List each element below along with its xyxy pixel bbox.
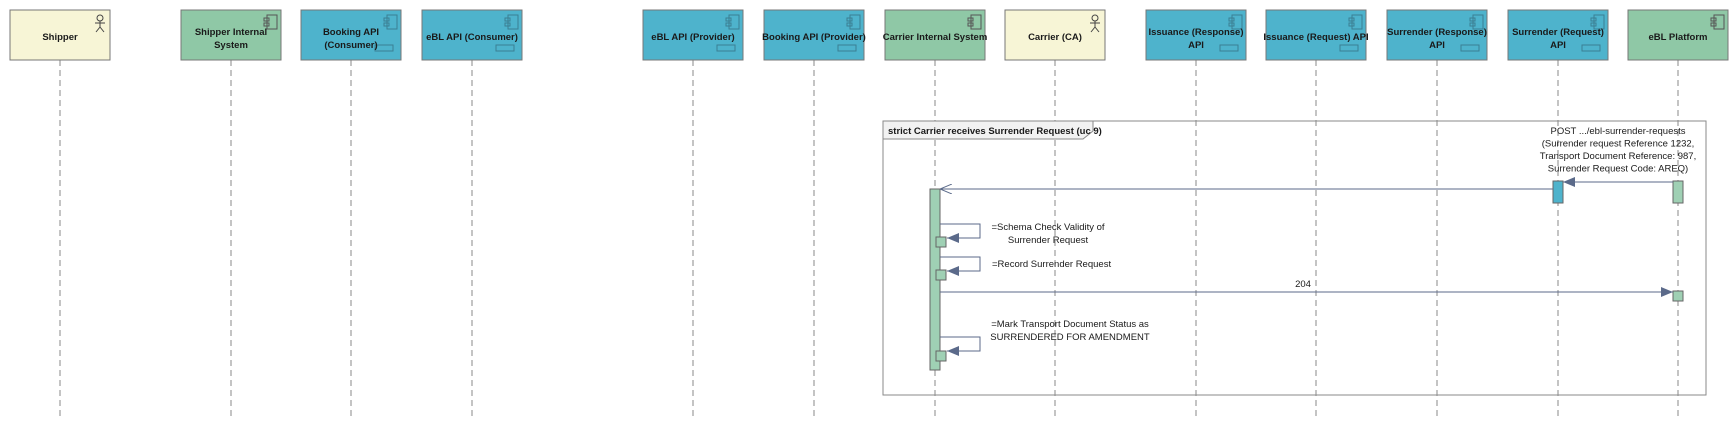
participant-issuance-response[interactable]: Issuance (Response) API: [1145, 9, 1247, 61]
participant-label: Issuance (Request) API: [1263, 32, 1368, 43]
participant-box: [1004, 9, 1106, 61]
activation-ebl-platform: [1672, 180, 1684, 204]
activation-bars: [929, 180, 1684, 371]
message-post-surrender-request: POST .../ebl-surrender-requests (Surrende…: [1540, 126, 1696, 187]
participant-carrier-internal[interactable]: Carrier Internal System: [883, 9, 988, 61]
message-record-request: =Record Surrender Request: [940, 256, 1111, 276]
message-label: Surrender Request: [1008, 235, 1089, 246]
message-204: 204: [940, 279, 1673, 297]
message-schema-check: =Schema Check Validity of Surrender Reque…: [940, 222, 1105, 246]
activation-self-1: [935, 236, 947, 248]
interface-icon: [1219, 14, 1243, 52]
component-icon: [263, 14, 278, 30]
actor-icon: [95, 14, 105, 33]
fragment-title: strict Carrier receives Surrender Reques…: [888, 126, 1102, 137]
combined-fragment: strict Carrier receives Surrender Reques…: [882, 120, 1707, 396]
participant-ebl-platform[interactable]: eBL Platform: [1627, 9, 1729, 61]
participant-surrender-request[interactable]: Surrender (Request) API: [1507, 9, 1609, 61]
participant-label: Carrier Internal System: [883, 32, 988, 43]
participant-label: API: [1429, 40, 1445, 51]
interface-icon: [1581, 14, 1605, 52]
activation-self-3: [935, 350, 947, 362]
participant-label: Surrender (Response): [1387, 27, 1487, 38]
interface-icon: [495, 14, 519, 52]
message-label: (Surrender request Reference 1232,: [1542, 139, 1695, 150]
participant-booking-consumer[interactable]: Booking API (Consumer): [300, 9, 402, 61]
participant-box: [9, 9, 111, 61]
participant-label: API: [1188, 40, 1204, 51]
message-label: Transport Document Reference: 987,: [1540, 151, 1696, 162]
activation-ebl-platform-204: [1672, 290, 1684, 302]
actor-icon: [1090, 14, 1100, 33]
message-label: Surrender Request Code: AREQ): [1548, 164, 1688, 175]
message-label: POST .../ebl-surrender-requests: [1551, 126, 1686, 137]
interface-icon: [716, 14, 740, 52]
participant-label: Carrier (CA): [1028, 32, 1082, 43]
participant-label: Shipper Internal: [195, 27, 267, 38]
participant-label: System: [214, 40, 248, 51]
message-label: =Record Surrender Request: [992, 259, 1111, 270]
fragment-tab: [882, 120, 1094, 140]
participant-issuance-request[interactable]: Issuance (Request) API: [1263, 9, 1369, 61]
message-label: =Schema Check Validity of: [991, 222, 1104, 233]
participant-label: Surrender (Request): [1512, 27, 1604, 38]
participant-surrender-response[interactable]: Surrender (Response) API: [1386, 9, 1488, 61]
lifelines: [59, 60, 1679, 418]
interface-icon: [374, 14, 398, 52]
participant-label: Booking API (Provider): [762, 32, 866, 43]
message-label: SURRENDERED FOR AMENDMENT: [990, 332, 1150, 343]
participant-label: eBL Platform: [1649, 32, 1708, 43]
messages: POST .../ebl-surrender-requests (Surrende…: [940, 126, 1696, 356]
interface-icon: [1339, 14, 1363, 52]
participant-booking-provider[interactable]: Booking API (Provider): [762, 9, 866, 61]
component-icon: [967, 14, 982, 30]
participant-label: eBL API (Consumer): [426, 32, 518, 43]
activation-surrender-request: [1552, 180, 1564, 204]
activation-self-2: [935, 269, 947, 281]
component-icon: [1710, 14, 1725, 30]
participant-label: Issuance (Response): [1148, 27, 1243, 38]
message-label: =Mark Transport Document Status as: [991, 319, 1149, 330]
participant-shipper[interactable]: Shipper: [9, 9, 111, 61]
participant-label: (Consumer): [324, 40, 377, 51]
message-label: 204: [1295, 279, 1311, 290]
interface-icon: [1460, 14, 1484, 52]
interface-icon: [837, 14, 861, 52]
fragment-frame: [882, 120, 1707, 396]
participant-ebl-provider[interactable]: eBL API (Provider): [642, 9, 744, 61]
participant-label: Shipper: [42, 32, 78, 43]
participant-ebl-consumer[interactable]: eBL API (Consumer): [421, 9, 523, 61]
participant-label: Booking API: [323, 27, 379, 38]
participant-label: eBL API (Provider): [651, 32, 734, 43]
participant-label: API: [1550, 40, 1566, 51]
participant-carrier-ca[interactable]: Carrier (CA): [1004, 9, 1106, 61]
message-mark-surrendered: =Mark Transport Document Status as SURREN…: [940, 319, 1150, 356]
